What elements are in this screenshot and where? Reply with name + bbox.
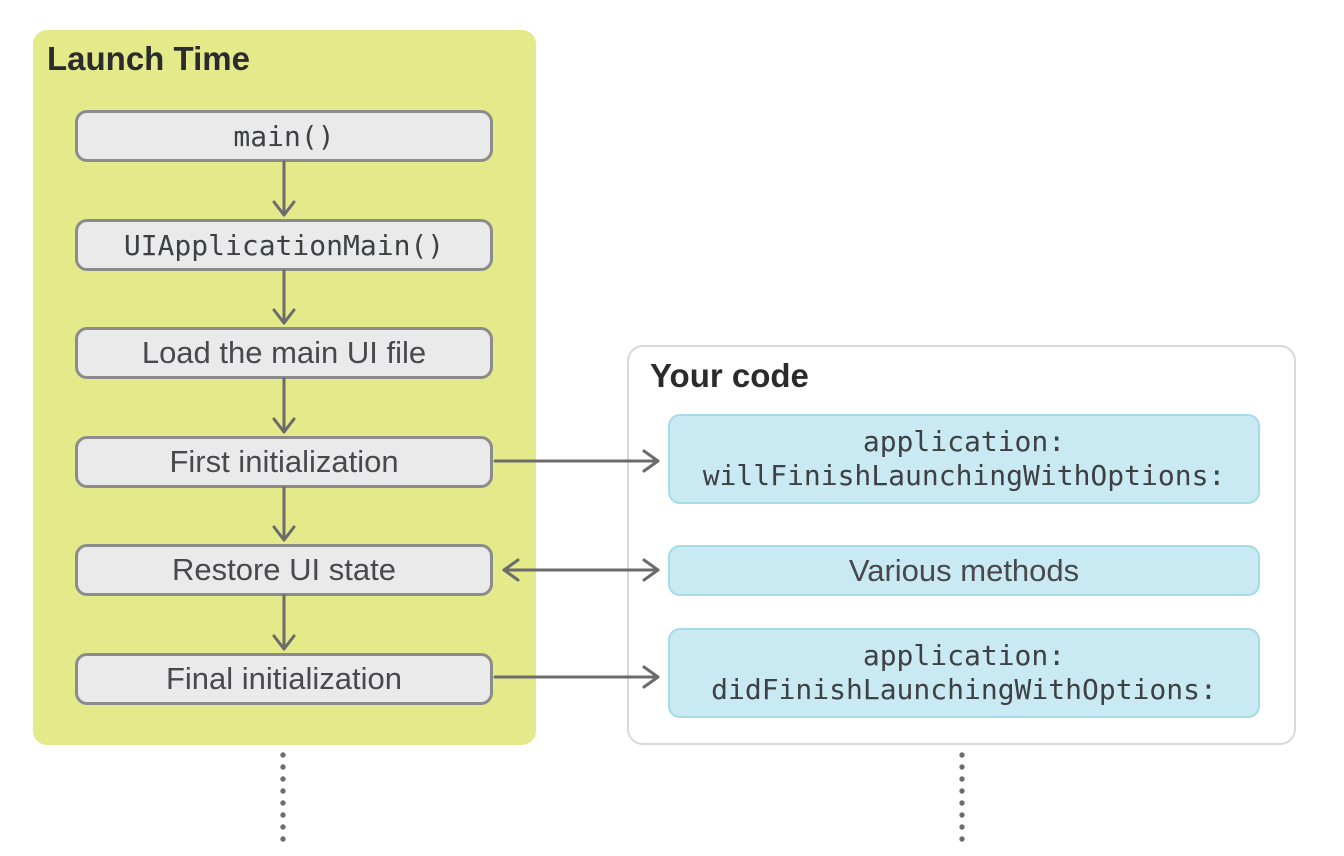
method-line: application: (862, 639, 1066, 672)
step-box-restore-ui-state: Restore UI state (75, 544, 493, 596)
method-box-didfinishlaunching: application: didFinishLaunchingWithOptio… (668, 628, 1260, 718)
method-line: willFinishLaunchingWithOptions: (702, 459, 1226, 492)
dotted-line-your-code-column (959, 752, 965, 842)
step-box-first-initialization: First initialization (75, 436, 493, 488)
step-box-final-initialization: Final initialization (75, 653, 493, 705)
launch-time-title: Launch Time (47, 40, 250, 77)
step-box-load-main-ui-file: Load the main UI file (75, 327, 493, 379)
method-line: Various methods (848, 552, 1080, 588)
dotted-line-launch-column (280, 752, 286, 842)
step-box-uiapplicationmain: UIApplicationMain() (75, 219, 493, 271)
step-box-main: main() (75, 110, 493, 162)
method-box-various-methods: Various methods (668, 545, 1260, 596)
method-line: didFinishLaunchingWithOptions: (711, 673, 1217, 706)
your-code-title: Your code (650, 357, 809, 394)
method-line: application: (862, 425, 1066, 458)
method-box-willfinishlaunching: application: willFinishLaunchingWithOpti… (668, 414, 1260, 504)
